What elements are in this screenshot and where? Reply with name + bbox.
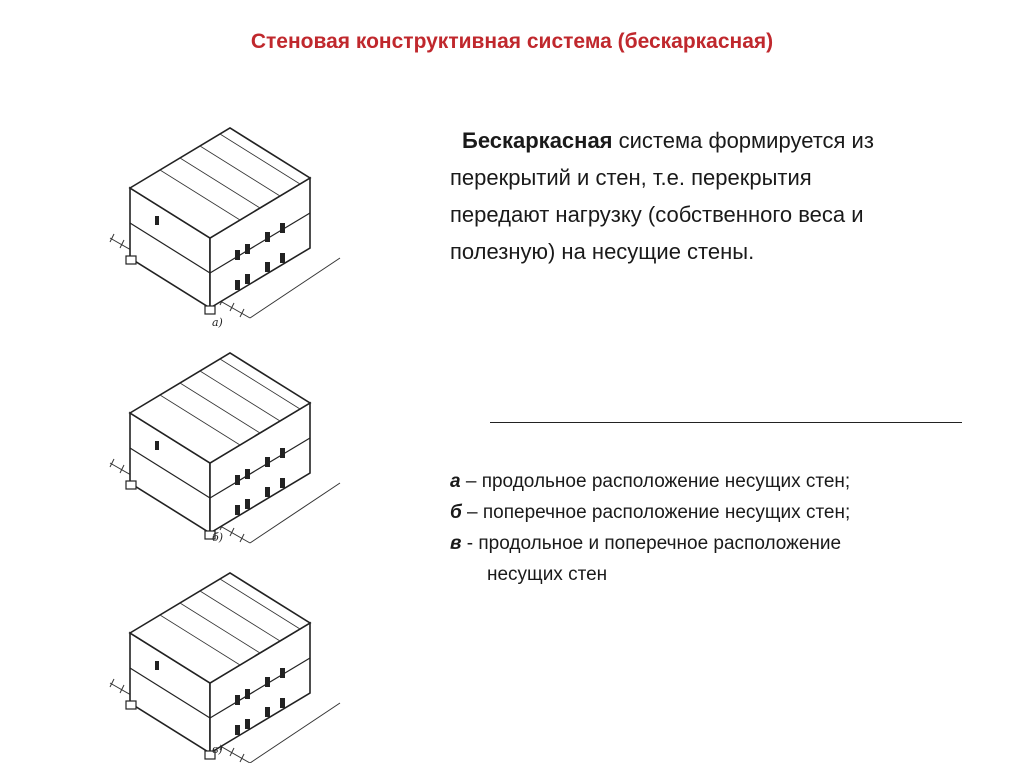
legend-item-b: б – поперечное расположение несущих стен… [450,502,851,523]
description-bold-term: Бескаркасная [462,128,613,153]
building-illustrations: а) б) в) [90,118,350,763]
description-line1-rest: система формируется из [612,128,874,153]
legend-item-a: а – продольное расположение несущих стен… [450,471,851,492]
building-b [109,352,341,544]
legend-item-c-continuation: несущих стен [487,564,608,585]
description-text: Бескаркасная система формируется из пере… [450,122,970,270]
description-line3: передают нагрузку (собственного веса и [450,202,864,227]
figure-label-a: а) [212,316,223,329]
description-line2: перекрытий и стен, т.е. перекрытия [450,165,812,190]
legend-item-c: в - продольное и поперечное расположение [450,533,842,554]
building-drawings-svg: а) б) в) [109,127,341,763]
building-c [109,572,341,763]
divider-line [490,422,962,423]
figure-label-c: в) [212,743,223,756]
description-line4: полезную) на несущие стены. [450,239,755,264]
building-a [109,127,341,319]
figure-label-b: б) [212,531,223,544]
slide-title: Стеновая конструктивная система (бескарк… [250,30,774,53]
legend: а – продольное расположение несущих стен… [450,466,990,590]
